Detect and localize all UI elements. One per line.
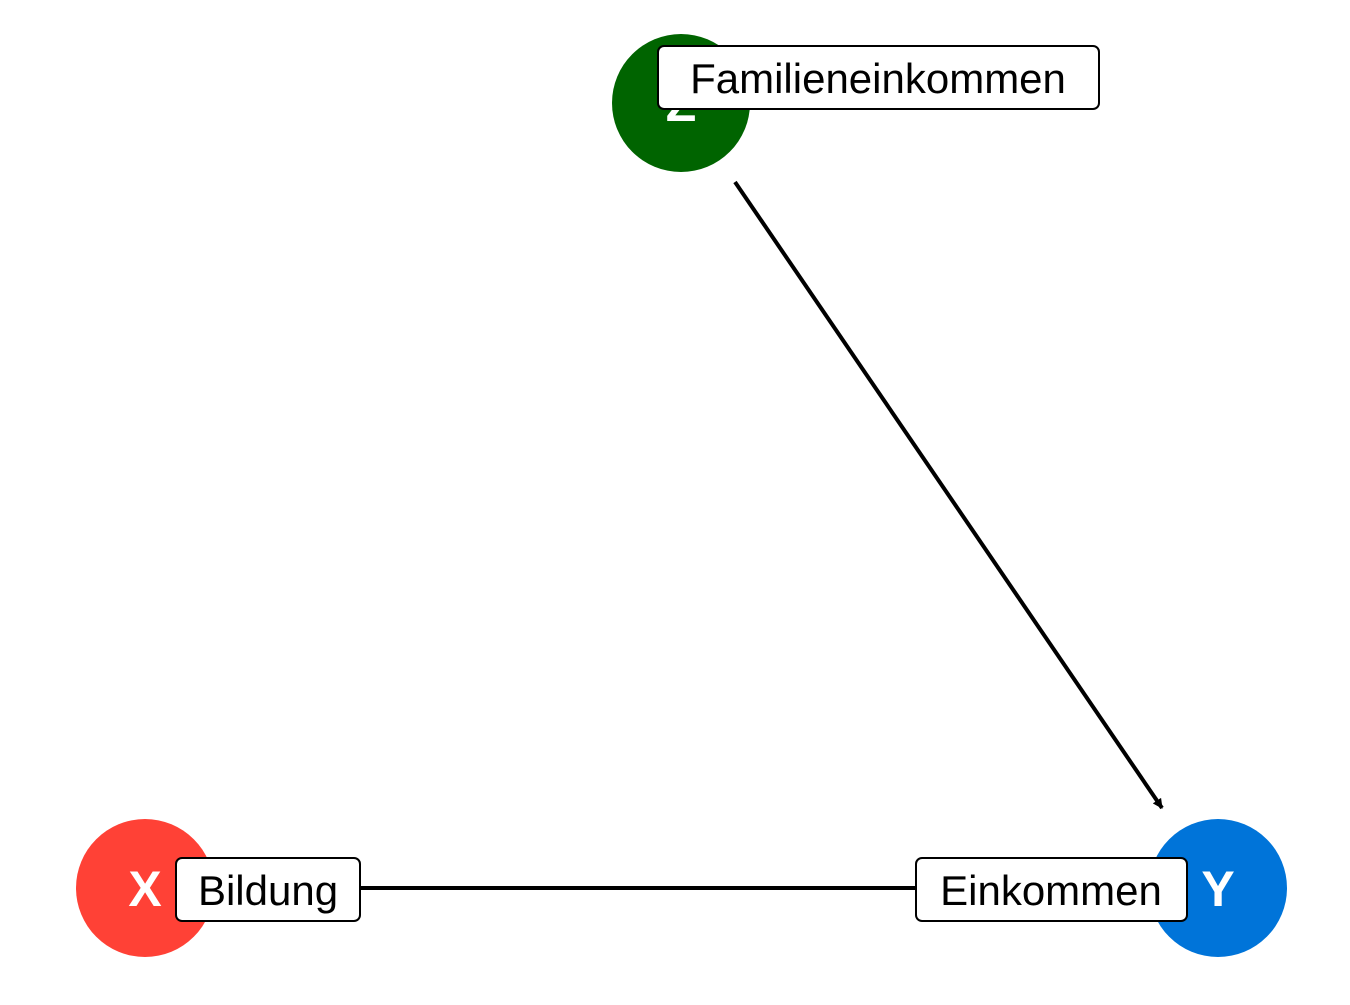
- label-z-text: Familieneinkommen: [690, 55, 1066, 102]
- label-x: Bildung: [175, 857, 361, 922]
- node-x-letter: X: [128, 861, 161, 917]
- node-y-circle: [1149, 819, 1287, 957]
- node-x-circle: [76, 819, 214, 957]
- edge-z-to-y: [733, 180, 1164, 810]
- node-x[interactable]: X: [76, 819, 214, 957]
- node-y[interactable]: Y: [1149, 819, 1287, 957]
- label-y-text: Einkommen: [940, 867, 1162, 914]
- label-z: Familieneinkommen: [657, 45, 1100, 110]
- label-x-box: [175, 857, 361, 922]
- label-z-box: [657, 45, 1100, 110]
- label-y: Einkommen: [915, 857, 1188, 922]
- label-x-text: Bildung: [198, 867, 338, 914]
- node-y-letter: Y: [1201, 861, 1234, 917]
- label-y-box: [915, 857, 1188, 922]
